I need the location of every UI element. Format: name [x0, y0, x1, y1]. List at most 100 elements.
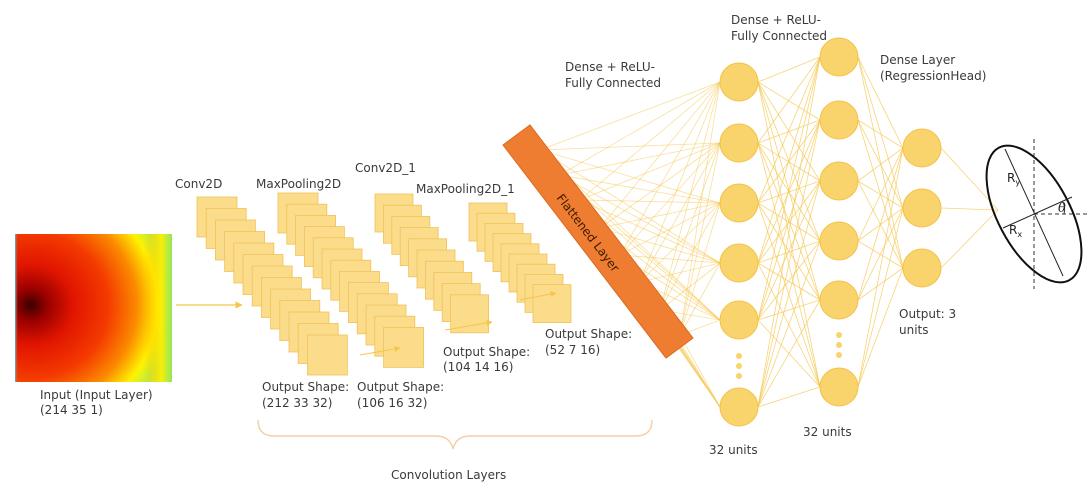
flatten-to-dense1-edge — [619, 142, 721, 256]
ellipsis-dot — [736, 363, 742, 369]
flatten-to-dense1-edge — [619, 81, 721, 256]
dense1-node — [719, 123, 759, 163]
flatten-to-dense1-edge — [679, 202, 721, 336]
flatten-to-dense1-edge — [679, 334, 721, 408]
dense1-to-dense2-edge — [757, 56, 821, 204]
head-title-line1: Dense Layer — [880, 53, 956, 67]
dense1-to-dense2-edge — [757, 119, 821, 204]
feature-map-stack-3 — [374, 193, 490, 334]
stack-arrow — [519, 291, 557, 301]
ellipsis-dots — [736, 332, 842, 379]
dense1-to-dense2-edge — [757, 386, 821, 408]
dense2-title-line2: Fully Connected — [731, 29, 828, 43]
head-node — [902, 128, 942, 168]
theta-label: θ — [1058, 201, 1066, 216]
dense2-to-head-edge — [857, 56, 904, 269]
head-node — [902, 248, 942, 288]
dense2-to-head-edge — [857, 147, 904, 182]
flatten-to-dense1-edge — [659, 202, 721, 311]
flatten-to-dense1-edge — [579, 142, 721, 201]
dense1-to-dense2-edge — [757, 202, 821, 301]
head-output-line1: Output: 3 — [899, 307, 957, 321]
head-to-output-edge — [940, 207, 999, 211]
feature-map — [383, 326, 425, 368]
conv2d-shape-label: Output Shape: — [262, 380, 350, 394]
conv2d-shape-value: (212 33 32) — [262, 396, 333, 410]
feature-map-stack-4 — [468, 202, 572, 324]
convolution-brace — [257, 419, 653, 450]
conv2d-title: Conv2D — [175, 177, 223, 191]
input-label-line2: (214 35 1) — [40, 403, 103, 417]
flatten-to-dense1-edge — [619, 254, 721, 264]
maxpooling2d-1-title: MaxPooling2D_1 — [416, 182, 515, 196]
flatten-to-dense1-edge — [579, 199, 721, 204]
dense2-node — [819, 161, 859, 201]
flatten-to-dense1-edge — [679, 262, 721, 336]
convolution-layers-label: Convolution Layers — [391, 468, 507, 482]
dense1-to-dense2-edge — [757, 299, 821, 321]
ellipsis-dot — [736, 353, 742, 359]
feature-map-stack-1 — [196, 196, 348, 376]
flatten-to-dense1-edge — [639, 81, 721, 283]
conv2d-1-title: Conv2D_1 — [355, 161, 416, 175]
head-node — [902, 188, 942, 228]
flatten-to-dense1-edge — [579, 199, 721, 321]
input-label-line1: Input (Input Layer) — [40, 388, 153, 402]
convolution-stacks — [196, 192, 572, 376]
conv2d-1-shape-label: Output Shape: — [443, 345, 531, 359]
dense2-to-head-edge — [857, 207, 904, 388]
dense1-to-dense2-edge — [757, 180, 821, 321]
ry-label: Ry — [1007, 171, 1020, 187]
ellipsis-dot — [736, 373, 742, 379]
dense1-to-dense2-edge — [757, 299, 821, 408]
flatten-to-dense1-edge — [679, 81, 721, 336]
dense1-to-dense2-edge — [757, 119, 821, 321]
dense1-to-dense2-edge — [757, 56, 821, 83]
head-output-line2: units — [899, 323, 929, 337]
stack-arrow — [444, 319, 493, 331]
dense1-to-dense2-edge — [757, 180, 821, 264]
dense2-node — [819, 221, 859, 261]
flatten-to-dense1-edge — [679, 142, 721, 336]
dense1-node — [719, 183, 759, 223]
maxpooling2d-shape-label: Output Shape: — [357, 380, 445, 394]
flatten-to-dense1-edge — [599, 81, 721, 229]
dense2-node — [819, 100, 859, 140]
head-to-output-edge — [940, 147, 999, 211]
dense1-title-line2: Fully Connected — [565, 76, 662, 90]
flatten-to-dense1-edge — [599, 227, 721, 264]
dense2-node — [819, 367, 859, 407]
flatten-to-dense1-edge — [579, 81, 721, 201]
flatten-to-dense1-edge — [639, 142, 721, 283]
flatten-to-dense1-edge — [539, 142, 721, 151]
rx-label: Rx — [1009, 223, 1022, 239]
dense1-to-dense2-edge — [757, 81, 821, 388]
dense1-to-dense2-edge — [757, 119, 821, 144]
output-ellipse-figure: Ry Rx θ — [985, 139, 1088, 289]
dense2-to-head-edge — [857, 147, 904, 242]
dense1-node — [719, 243, 759, 283]
feature-map — [532, 284, 572, 324]
flatten-to-dense1-edge — [539, 149, 721, 204]
feature-map — [306, 334, 348, 376]
dense2-to-head-edge — [857, 267, 904, 388]
dense1-node — [719, 300, 759, 340]
maxpooling2d-1-shape-label: Output Shape: — [545, 327, 633, 341]
dense2-to-head-edge — [857, 207, 904, 301]
head-to-output-edge — [940, 209, 999, 269]
maxpooling2d-title: MaxPooling2D — [256, 177, 342, 191]
maxpooling2d-shape-value: (106 16 32) — [357, 396, 428, 410]
dense1-to-dense2-edge — [757, 240, 821, 408]
flatten-to-dense1-edge — [539, 81, 721, 151]
dense2-to-head-edge — [857, 119, 904, 149]
dense2-to-head-edge — [857, 119, 904, 209]
dense1-to-dense2-edge — [757, 240, 821, 321]
dense2-node — [819, 37, 859, 77]
flatten-to-dense1-edge — [619, 202, 721, 256]
dense1-to-dense2-edge — [757, 56, 821, 264]
dense1-to-dense2-edge — [757, 56, 821, 408]
dense1-node — [719, 62, 759, 102]
dense1-units: 32 units — [709, 443, 758, 457]
flattened-layer-bar: Flattened Layer — [502, 124, 694, 359]
flatten-to-dense1-edge — [639, 262, 721, 283]
